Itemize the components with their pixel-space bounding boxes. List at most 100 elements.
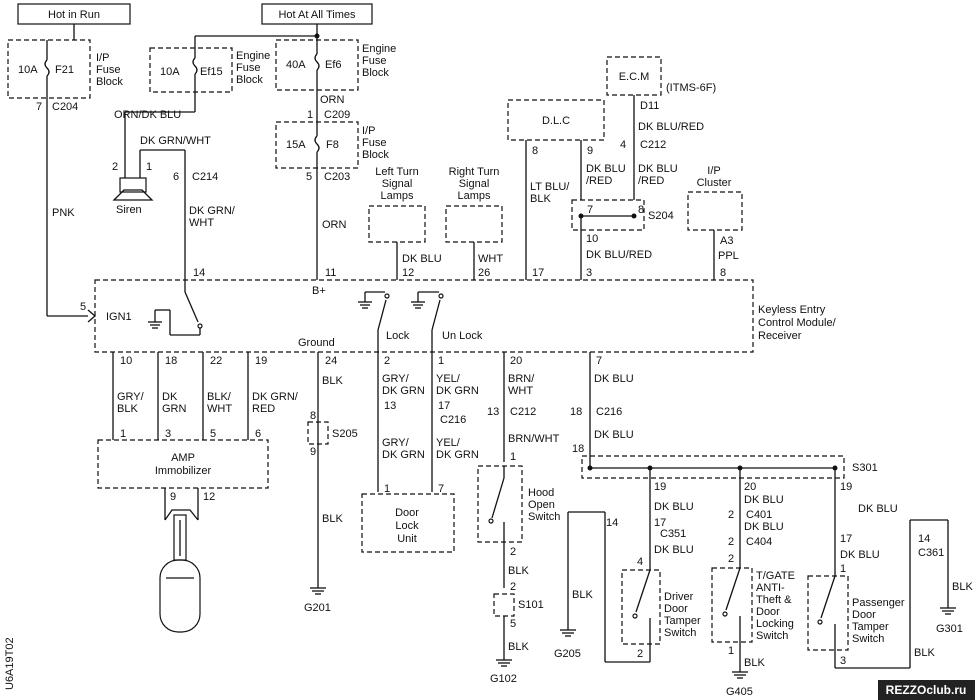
svg-text:Engine: Engine [236,50,270,62]
svg-text:17: 17 [438,400,450,412]
svg-text:13: 13 [487,406,499,418]
svg-text:14: 14 [606,517,618,529]
svg-text:I/P: I/P [96,52,109,64]
svg-text:DK BLU: DK BLU [654,544,694,556]
svg-text:20: 20 [510,355,522,367]
svg-text:19: 19 [840,481,852,493]
svg-text:12: 12 [402,267,414,279]
svg-text:DK BLU: DK BLU [654,501,694,513]
svg-text:BLK: BLK [530,193,551,205]
svg-text:G102: G102 [490,673,517,685]
svg-text:BLK/: BLK/ [207,391,232,403]
svg-text:13: 13 [384,400,396,412]
svg-text:10A: 10A [160,66,180,78]
amp-immobilizer: AMP Immobilizer 9 12 [97,439,269,520]
svg-text:Fuse: Fuse [362,55,386,67]
svg-text:Ef6: Ef6 [325,59,342,71]
svg-text:3: 3 [165,428,171,440]
svg-text:S205: S205 [332,428,358,440]
svg-text:BLK: BLK [508,565,529,577]
svg-text:2: 2 [728,553,734,565]
svg-text:LT BLU/: LT BLU/ [530,181,570,193]
svg-text:A3: A3 [720,235,733,247]
keyless-entry-module: Keyless Entry Control Module/ Receiver I… [87,279,837,353]
svg-text:BLK: BLK [322,513,343,525]
svg-text:YEL/: YEL/ [436,373,461,385]
svg-text:Theft &: Theft & [756,594,792,606]
svg-text:15A: 15A [286,139,306,151]
svg-text:Signal: Signal [382,178,413,190]
svg-text:10A: 10A [18,64,38,76]
svg-text:BLK: BLK [117,403,138,415]
svg-text:9: 9 [170,491,176,503]
svg-text:Driver: Driver [664,591,694,603]
pin-m5: 5 [80,301,86,313]
svg-text:DK GRN: DK GRN [436,385,479,397]
svg-text:YEL/: YEL/ [436,437,461,449]
ground-g201-circuit: 24 BLK 8 S205 9 BLK G201 [304,352,358,614]
svg-text:24: 24 [325,355,337,367]
svg-text:C212: C212 [640,139,666,151]
svg-text:17: 17 [532,267,544,279]
svg-text:Keyless Entry: Keyless Entry [758,304,826,316]
svg-text:Lamps: Lamps [380,190,414,202]
svg-text:DK BLU/RED: DK BLU/RED [586,249,652,261]
svg-text:F21: F21 [55,64,74,76]
fuse-f21: 10A F21 I/P Fuse Block 7 C204 [7,24,123,113]
svg-text:C401: C401 [746,509,772,521]
svg-text:T/GATE: T/GATE [756,570,795,582]
svg-text:2: 2 [510,546,516,558]
connector-c214: C214 [192,171,218,183]
svg-text:C361: C361 [918,547,944,559]
door-lock-unit: Door Lock Unit [361,493,455,553]
svg-text:8: 8 [310,410,316,422]
svg-text:Door: Door [664,603,688,615]
svg-text:DK GRN/: DK GRN/ [252,391,299,403]
svg-text:7: 7 [596,355,602,367]
svg-text:19: 19 [255,355,267,367]
svg-text:Right Turn: Right Turn [449,166,500,178]
svg-text:I/P: I/P [707,165,720,177]
connector-c209: C209 [324,109,350,121]
svg-text:C212: C212 [510,406,536,418]
svg-text:/RED: /RED [586,175,612,187]
svg-text:1: 1 [438,355,444,367]
svg-text:18: 18 [570,406,582,418]
svg-text:Hood: Hood [528,487,554,499]
figure-id: U6A19T02 [4,637,16,690]
svg-text:DK GRN: DK GRN [382,385,425,397]
svg-text:19: 19 [654,481,666,493]
svg-text:G405: G405 [726,686,753,698]
svg-text:C404: C404 [746,536,772,548]
right-turn-signal-lamps: Right Turn Signal Lamps WHT 26 [445,166,503,280]
svg-text:PPL: PPL [718,250,739,262]
fuse-ef15: 10A Ef15 Engine Fuse Block [149,24,318,93]
svg-text:Door: Door [852,609,876,621]
svg-text:6: 6 [255,428,261,440]
svg-text:DK BLU: DK BLU [594,429,634,441]
svg-text:S204: S204 [648,210,674,222]
dlc: D.L.C 8 LT BLU/ BLK 17 9 DK BLU /RED [507,99,626,280]
svg-text:1: 1 [384,483,390,495]
svg-text:Unit: Unit [397,533,417,545]
wire-orn-dkblu: ORN/DK BLU [114,109,181,121]
svg-text:C351: C351 [660,528,686,540]
svg-text:GRY/: GRY/ [382,373,410,385]
svg-text:10: 10 [586,233,598,245]
wire-orn-2: ORN [322,219,347,231]
svg-text:Cluster: Cluster [697,177,732,189]
tgate-anti-theft-switch: 20 DK BLU 2 C401 DK BLU 2 C404 2 T/GATE … [711,468,795,698]
svg-text:5: 5 [510,618,516,630]
svg-text:10: 10 [120,355,132,367]
svg-text:DK BLU: DK BLU [840,549,880,561]
fuse-ef6: 40A Ef6 Engine Fuse Block [275,33,396,91]
svg-text:S101: S101 [518,599,544,611]
svg-text:8: 8 [638,204,644,216]
svg-text:2: 2 [384,355,390,367]
siren: 2 1 Siren [112,161,154,216]
svg-text:Door: Door [395,507,419,519]
svg-text:3: 3 [840,655,846,667]
fuse-f8: 15A F8 I/P Fuse Block 5 C203 [275,121,389,183]
svg-text:DK BLU: DK BLU [638,163,678,175]
svg-text:DK GRN: DK GRN [382,449,425,461]
